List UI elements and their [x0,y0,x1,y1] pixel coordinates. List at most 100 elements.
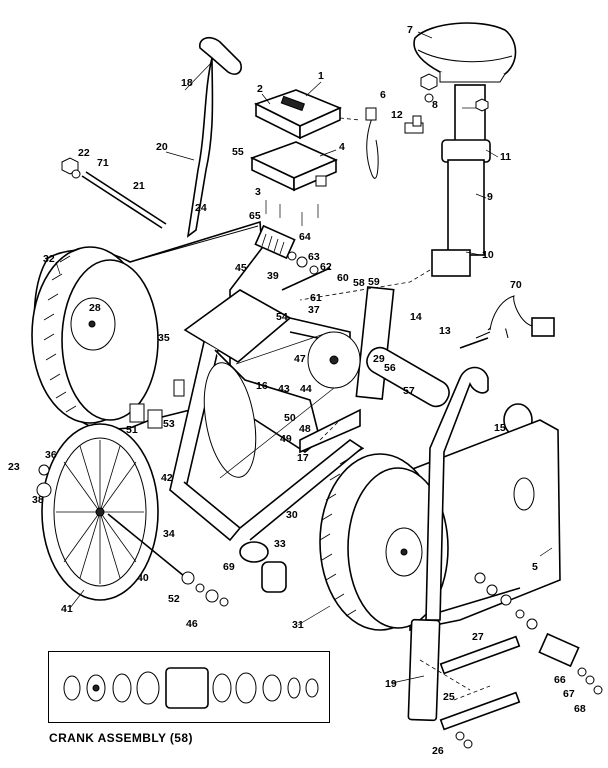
callout-69: 69 [223,561,235,573]
callout-47: 47 [294,353,306,365]
callout-37: 37 [308,304,320,316]
callout-10: 10 [482,249,494,261]
right-pedal-assembly [439,572,603,695]
seat [413,22,517,83]
callouts: 1 2 3 4 5 6 7 8 9 10 11 12 13 14 15 16 1… [8,24,586,757]
callout-40: 40 [137,572,149,584]
callout-6: 6 [380,89,386,101]
callout-11: 11 [500,151,511,163]
left-fan-cover [31,246,159,424]
callout-17: 17 [297,452,309,464]
callout-33: 33 [274,538,286,550]
callout-50: 50 [284,412,296,424]
callout-18: 18 [181,77,193,89]
callout-52: 52 [168,593,180,605]
callout-62: 62 [320,261,332,273]
callout-66: 66 [554,674,566,686]
callout-1: 1 [318,70,324,82]
callout-26: 26 [432,745,444,757]
callout-3: 3 [255,186,261,198]
callout-24: 24 [195,202,207,214]
callout-25: 25 [443,691,455,703]
adapter [475,295,555,339]
callout-65: 65 [249,210,261,222]
callout-56: 56 [384,362,396,374]
crank-bracket [129,379,185,429]
callout-16: 16 [256,380,268,392]
callout-27: 27 [472,631,484,643]
callout-36: 36 [45,449,57,461]
right-handlebar [407,366,489,722]
pedal-hardware [281,251,331,291]
callout-2: 2 [257,83,263,95]
callout-34: 34 [163,528,175,540]
callout-48: 48 [299,423,311,435]
stabilizer-caps [239,541,287,593]
screws [265,200,319,226]
callout-23: 23 [8,461,20,473]
callout-13: 13 [439,325,451,337]
callout-15: 15 [494,422,506,434]
callout-9: 9 [487,191,493,203]
seat-post [431,84,491,277]
callout-28: 28 [89,302,101,314]
frame [169,286,395,542]
knob [404,115,424,134]
crank-assembly-parts [63,667,319,709]
callout-8: 8 [432,99,438,111]
callout-30: 30 [286,509,298,521]
callout-54: 54 [276,311,288,323]
pedal [254,224,296,260]
callout-20: 20 [156,141,168,153]
callout-35: 35 [158,332,170,344]
callout-32: 32 [43,253,55,265]
callout-43: 43 [278,383,290,395]
callout-53: 53 [163,418,175,430]
axle-rod [61,157,167,229]
belt-and-pulley [203,331,361,479]
callout-44: 44 [300,383,312,395]
callout-61: 61 [310,292,322,304]
callout-7: 7 [407,24,413,36]
callout-60: 60 [337,272,349,284]
seat-hardware [420,73,489,112]
callout-67: 67 [563,688,575,700]
right-shroud [409,419,561,631]
callout-49: 49 [280,433,292,445]
alignment-lines [299,117,491,701]
callout-19: 19 [385,678,397,690]
monitor-bracket [249,141,338,192]
callout-64: 64 [299,231,311,243]
callout-46: 46 [186,618,198,630]
callout-22: 22 [78,147,90,159]
callout-58: 58 [353,277,365,289]
callout-12: 12 [391,109,403,121]
callout-68: 68 [574,703,586,715]
callout-31: 31 [292,619,304,631]
flywheel [41,423,185,601]
callout-51: 51 [126,424,138,436]
crank-assembly-caption: CRANK ASSEMBLY (58) [49,731,193,745]
monitor [253,89,343,140]
callout-4: 4 [339,141,345,153]
callout-70: 70 [510,279,522,291]
callout-57: 57 [403,385,415,397]
callout-55: 55 [232,146,244,158]
callout-39: 39 [267,270,279,282]
callout-63: 63 [308,251,320,263]
callout-41: 41 [61,603,73,615]
callout-71: 71 [97,157,109,169]
front-stabilizer [439,635,521,749]
callout-59: 59 [368,276,380,288]
axle-hardware [36,464,229,607]
handlebar [186,36,243,238]
right-fan-cover [319,447,449,631]
leader-lines [55,31,553,684]
callout-42: 42 [161,472,173,484]
callout-29: 29 [373,353,385,365]
crank-assembly-box [48,651,330,723]
callout-14: 14 [410,311,422,323]
callout-21: 21 [133,180,145,192]
callout-38: 38 [32,494,44,506]
